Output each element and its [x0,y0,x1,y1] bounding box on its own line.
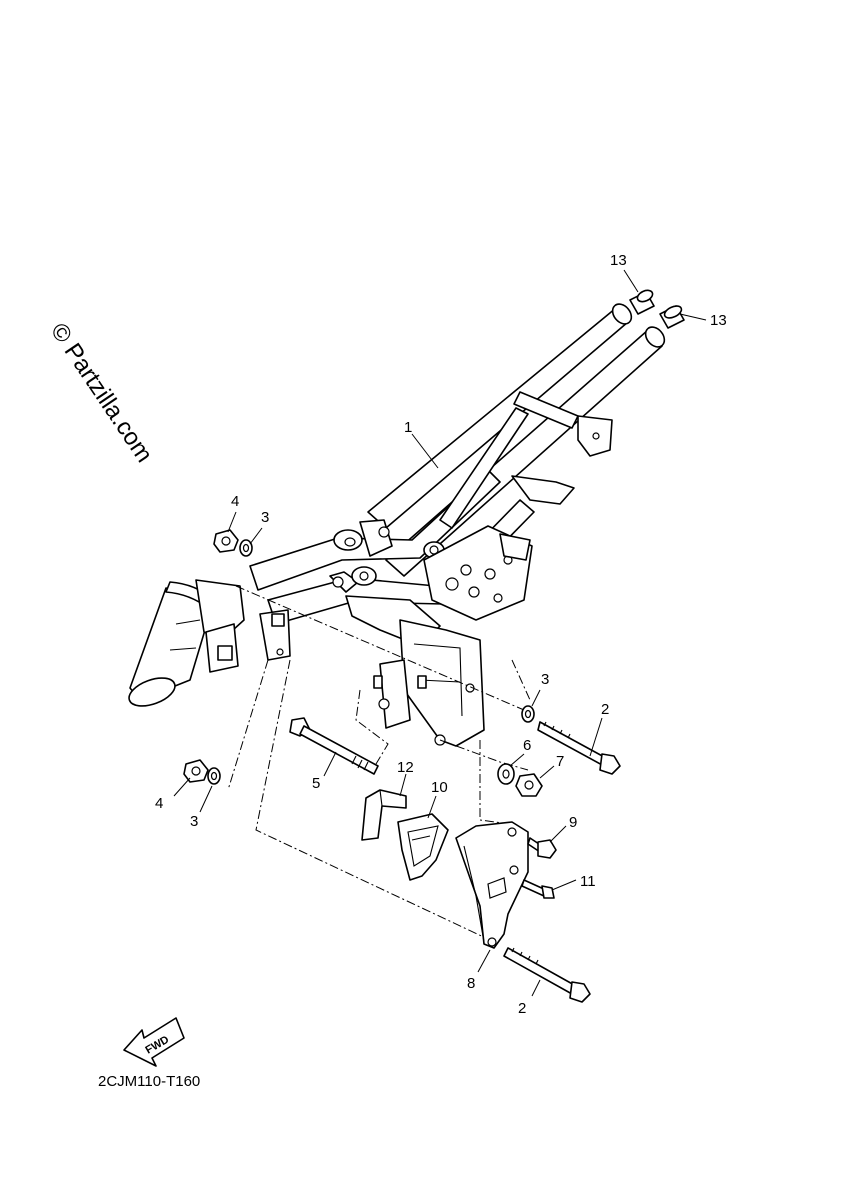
callout-8: 8 [467,975,475,992]
cap-part-13-a[interactable] [629,288,655,315]
diagram-code: 2CJM110-T160 [98,1073,200,1090]
plate-part-8[interactable] [455,821,529,949]
washer-part-3-right[interactable] [521,705,535,723]
frame-part-1[interactable] [125,300,668,747]
bolt-part-2-upper[interactable] [537,721,621,775]
cap-part-13-b[interactable] [659,304,685,329]
callout-4-lower: 4 [155,795,163,812]
washer-part-3-lower[interactable] [207,767,221,785]
callout-2-lower: 2 [518,1000,526,1017]
bolt-part-2-lower[interactable] [503,947,591,1003]
washer-part-6[interactable] [497,763,515,785]
nut-part-7[interactable] [515,773,543,797]
nut-part-4-upper[interactable] [213,529,239,553]
screw-part-11[interactable] [521,879,555,899]
bracket-part-10[interactable] [397,813,449,881]
callout-13-right: 13 [710,312,727,329]
callout-7: 7 [556,753,564,770]
callout-12: 12 [397,759,414,776]
watermark-text: © Partzilla.com [45,318,158,467]
callout-3-lower: 3 [190,813,198,830]
bolt-part-5[interactable] [289,717,379,775]
callout-10: 10 [431,779,448,796]
washer-part-3-upper[interactable] [239,539,253,557]
collar-part-12[interactable] [361,789,407,841]
bolt-part-9[interactable] [527,837,557,859]
callout-1: 1 [404,419,412,436]
callout-13-top: 13 [610,252,627,269]
callout-2-upper: 2 [601,701,609,718]
callout-4-upper: 4 [231,493,239,510]
alignment-lines [227,585,531,941]
callout-labels: 13 13 1 4 3 3 2 6 7 5 12 10 9 4 3 11 8 2 [155,252,727,1017]
callout-9: 9 [569,814,577,831]
callout-5: 5 [312,775,320,792]
callout-3-right: 3 [541,671,549,688]
callout-11: 11 [580,873,596,890]
leader-lines [173,269,707,997]
fwd-direction-arrow: FWD [123,1017,185,1067]
callout-6: 6 [523,737,531,754]
callout-3-upper: 3 [261,509,269,526]
nut-part-4-lower[interactable] [183,759,209,783]
